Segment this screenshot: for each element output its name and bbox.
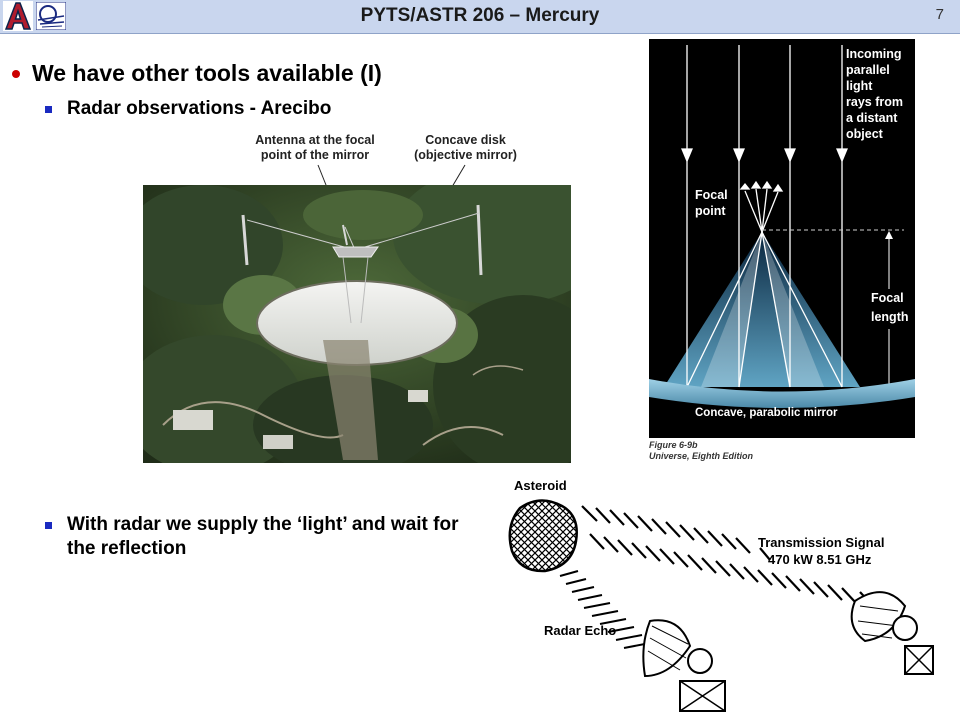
sub-bullet-radar: Radar observations - Arecibo <box>45 97 331 121</box>
main-bullet-text: We have other tools available (I) <box>32 60 382 86</box>
sub-bullet-light-text: With radar we supply the ‘light’ and wai… <box>67 514 459 559</box>
page-number: 7 <box>935 6 944 23</box>
mirror-label: Concave, parabolic mirror <box>695 407 838 419</box>
sub-bullet-radar-text: Radar observations - Arecibo <box>67 98 332 119</box>
transmission-label: Transmission Signal <box>758 535 884 550</box>
slide-title: PYTS/ASTR 206 – Mercury <box>360 5 600 26</box>
asteroid-shape <box>508 499 578 573</box>
figure-caption: Figure 6-9b Universe, Eighth Edition <box>649 440 753 462</box>
annotation-antenna: Antenna at the focal point of the mirror <box>255 133 375 162</box>
planetary-sciences-logo-icon <box>36 2 66 30</box>
radar-echo-diagram: Asteroid <box>500 476 960 720</box>
asteroid-label: Asteroid <box>514 478 567 493</box>
focal-point-label-1: Focal <box>695 188 728 202</box>
figure-caption-line2: Universe, Eighth Edition <box>649 451 754 461</box>
receiver-dish-icon <box>642 619 726 712</box>
incoming-label-5: a distant <box>846 111 898 125</box>
bullet-dot-icon <box>12 69 20 78</box>
arecibo-photo <box>143 185 571 463</box>
incoming-label-6: object <box>846 127 884 141</box>
figure-caption-line1: Figure 6-9b <box>649 440 698 450</box>
transmitter-dish-icon <box>850 591 934 675</box>
incoming-label-1: Incoming <box>846 47 902 61</box>
focal-point-label-2: point <box>695 204 726 218</box>
transmission-specs: 470 kW 8.51 GHz <box>768 552 872 567</box>
main-bullet: We have other tools available (I) <box>12 60 382 87</box>
focal-length-label-2: length <box>871 310 909 324</box>
square-bullet-icon <box>45 106 52 113</box>
incoming-label-4: rays from <box>846 95 903 109</box>
radar-echo-illustration-icon: Asteroid <box>508 478 934 712</box>
incoming-label-3: light <box>846 79 873 93</box>
parabolic-mirror-diagram-icon: Incoming parallel light rays from a dist… <box>649 45 915 419</box>
parabolic-mirror-figure: Incoming parallel light rays from a dist… <box>649 39 915 438</box>
slide-header: PYTS/ASTR 206 – Mercury 7 <box>0 0 960 34</box>
arecibo-illustration-icon <box>143 185 571 463</box>
sub-bullet-light: With radar we supply the ‘light’ and wai… <box>45 513 485 561</box>
annotation-concave-disk: Concave disk (objective mirror) <box>414 133 517 162</box>
focal-length-label-1: Focal <box>871 291 904 305</box>
university-logo-icon <box>3 1 33 31</box>
square-bullet-icon <box>45 522 52 529</box>
radar-echo-label: Radar Echo <box>544 623 616 638</box>
incoming-label-2: parallel <box>846 63 890 77</box>
